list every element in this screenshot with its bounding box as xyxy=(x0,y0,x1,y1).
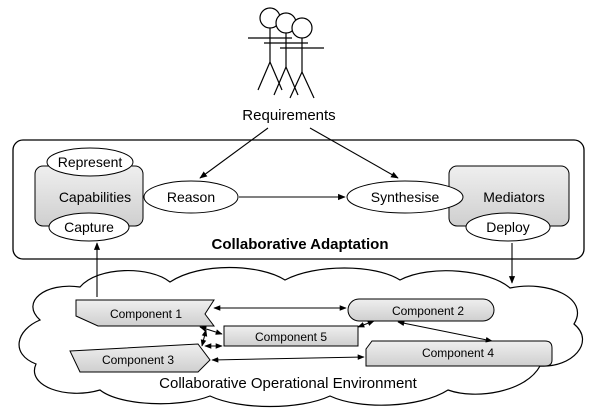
component-3-label: Component 3 xyxy=(102,353,174,367)
component-5-label: Component 5 xyxy=(255,330,327,344)
reason-ellipse xyxy=(143,180,239,214)
adaptation-title: Collaborative Adaptation xyxy=(212,236,389,253)
component-connectors xyxy=(199,305,493,363)
adaptation-box xyxy=(12,139,585,260)
represent-label: Represent xyxy=(58,154,123,170)
requirements-actors xyxy=(248,7,324,99)
reason-label: Reason xyxy=(167,189,215,205)
actor-figure xyxy=(280,17,324,99)
requirements-to-reason-arrow xyxy=(199,127,269,179)
component-1-box xyxy=(75,299,215,327)
requirements-to-synthesise-arrow xyxy=(309,127,399,179)
environment-label: Collaborative Operational Environment xyxy=(159,375,417,392)
mediators-label: Mediators xyxy=(483,189,544,205)
connector-c1-c3 xyxy=(200,329,208,347)
component-1-label: Component 1 xyxy=(110,307,182,321)
deploy-ellipse xyxy=(465,212,551,242)
component-3-box xyxy=(69,343,211,373)
connector-c2-c4 xyxy=(397,320,493,343)
capture-ellipse xyxy=(48,212,130,242)
component-4-label: Component 4 xyxy=(422,346,494,360)
represent-ellipse xyxy=(46,147,134,177)
connector-c5-c2 xyxy=(357,320,375,328)
capabilities-label: Capabilities xyxy=(59,189,131,205)
actor-figure xyxy=(264,12,308,96)
component-4-box xyxy=(365,340,553,367)
component-2-label: Component 2 xyxy=(392,304,464,318)
deploy-label: Deploy xyxy=(486,219,530,235)
component-5-box xyxy=(223,325,359,347)
connector-c1-c5 xyxy=(199,326,223,335)
synthesise-label: Synthesise xyxy=(371,189,440,205)
synthesise-ellipse xyxy=(346,180,464,214)
connector-c3-c4 xyxy=(211,354,365,363)
capture-label: Capture xyxy=(64,219,114,235)
requirements-label: Requirements xyxy=(242,107,335,124)
